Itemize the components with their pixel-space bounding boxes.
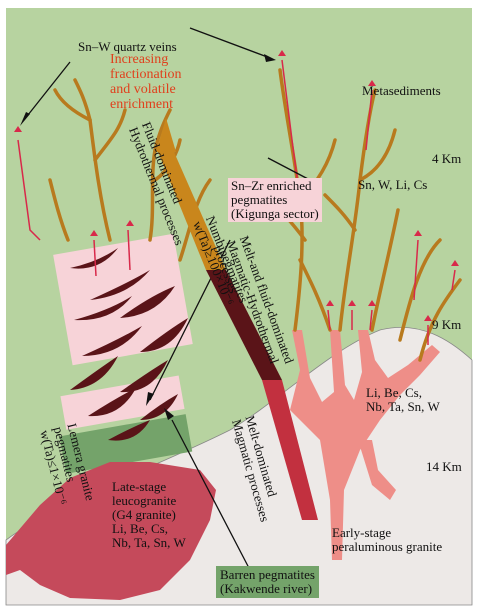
label-depth-9: 9 Km xyxy=(432,318,461,332)
label-li-be-upper: Li, Be, Cs, Nb, Ta, Sn, W xyxy=(366,386,440,414)
label-barren: Barren pegmatites (Kakwende river) xyxy=(216,566,319,598)
pink-band-upper xyxy=(53,234,193,365)
label-late-stage: Late-stage leucogranite (G4 granite) Li,… xyxy=(112,480,186,550)
label-metasediments: Metasediments xyxy=(362,84,441,98)
label-depth-4: 4 Km xyxy=(432,152,461,166)
label-depth-14: 14 Km xyxy=(426,460,462,474)
label-sn-w-li-cs: Sn, W, Li, Cs xyxy=(358,178,427,192)
label-sn-zr: Sn–Zr enriched pegmatites (Kigunga secto… xyxy=(228,178,322,222)
label-increasing: Increasing fractionation and volatile en… xyxy=(110,52,182,112)
label-early-stage: Early-stage peraluminous granite xyxy=(332,526,442,554)
